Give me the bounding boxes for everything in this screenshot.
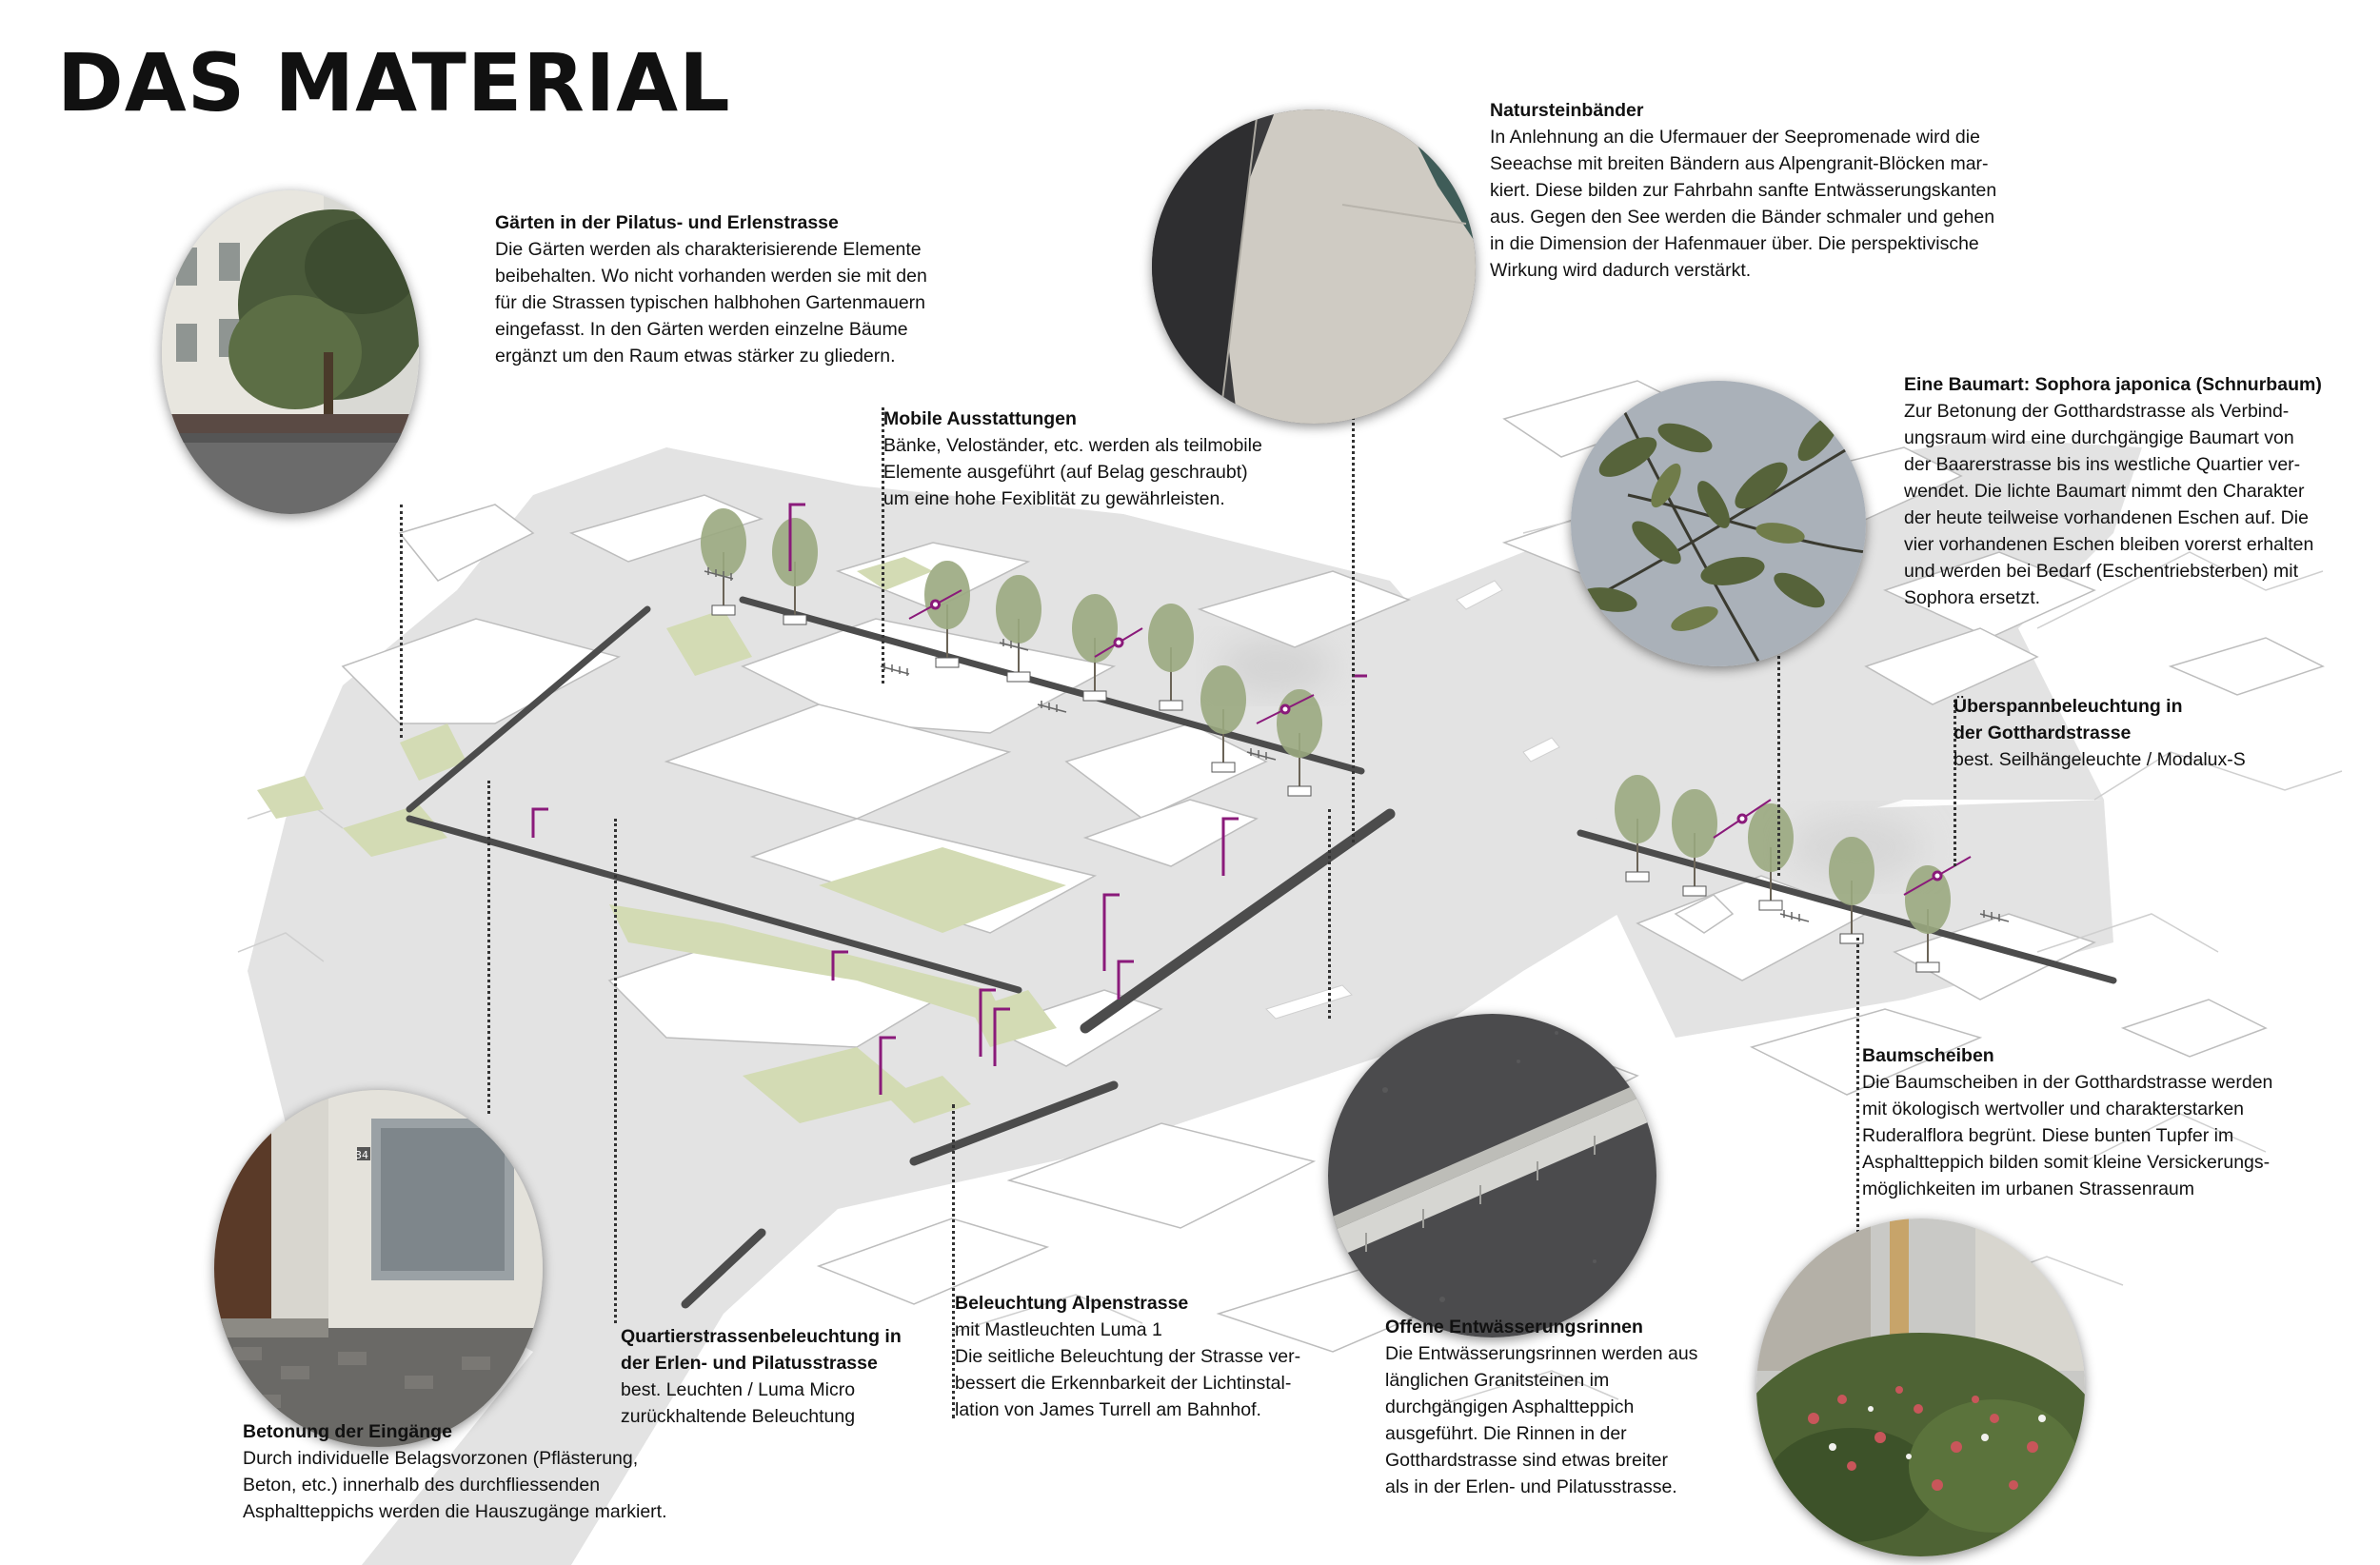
annotation-gaerten: Gärten in der Pilatus- und Erlenstrasse … <box>495 209 927 369</box>
hanging-lamp-icon <box>1113 637 1124 648</box>
lamp-icon <box>788 503 805 571</box>
tree-icon <box>1829 837 1874 944</box>
tree-icon <box>1072 594 1118 702</box>
photo-drainage-channel <box>1328 1014 1656 1337</box>
annotation-baumart: Eine Baumart: Sophora japonica (Schnurba… <box>1904 371 2322 611</box>
lamp-icon <box>831 950 848 981</box>
leader-line-quartier <box>614 819 617 1323</box>
annotation-rinnen: Offene Entwässerungsrinnen Die Entwässer… <box>1385 1314 1697 1500</box>
annotation-heading: Beleuchtung Alpenstrasse <box>955 1293 1189 1314</box>
annotation-heading: Gärten in der Pilatus- und Erlenstrasse <box>495 212 839 233</box>
annotation-body: Bänke, Veloständer, etc. werden als teil… <box>883 435 1262 509</box>
annotation-mobile: Mobile Ausstattungen Bänke, Veloständer,… <box>883 406 1262 512</box>
leader-line-baumscheiben <box>1856 938 1859 1233</box>
annotation-quartier: Quartierstrassenbeleuchtung in der Erlen… <box>621 1323 902 1430</box>
annotation-body: In Anlehnung an die Ufermauer der Seepro… <box>1490 127 1997 281</box>
annotation-body: best. Leuchten / Luma Micro zurückhalten… <box>621 1379 856 1427</box>
leader-line-baumart <box>1777 638 1780 876</box>
tree-icon <box>772 518 818 625</box>
annotation-heading: Quartierstrassenbeleuchtung in der Erlen… <box>621 1326 902 1374</box>
annotation-body: best. Seilhängeleuchte / Modalux-S <box>1954 749 2246 770</box>
tree-icon <box>1200 665 1246 773</box>
photo-sophora <box>1571 381 1866 666</box>
annotation-body: Zur Betonung der Gotthardstrasse als Ver… <box>1904 401 2314 608</box>
annotation-body: Die Gärten werden als charakterisierende… <box>495 239 927 366</box>
hanging-lamp-icon <box>1932 870 1943 882</box>
garden-areas <box>257 557 1066 1123</box>
annotation-heading: Eine Baumart: Sophora japonica (Schnurba… <box>1904 374 2322 395</box>
annotation-heading: Mobile Ausstattungen <box>883 408 1077 429</box>
annotation-heading: Betonung der Eingänge <box>243 1421 452 1442</box>
tree-icon <box>924 561 970 668</box>
hanging-lamp-icon <box>1279 703 1291 715</box>
annotation-heading: Überspannbeleuchtung in der Gotthardstra… <box>1954 696 2183 743</box>
annotation-alpenstrasse: Beleuchtung Alpenstrasse mit Mastleuchte… <box>955 1290 1300 1423</box>
building-blocks <box>265 380 2325 1353</box>
annotation-eingaenge: Betonung der Eingänge Durch individuelle… <box>243 1418 667 1525</box>
tree-icon <box>1672 789 1717 897</box>
annotation-body: Die Entwässerungsrinnen werden aus längl… <box>1385 1343 1698 1497</box>
photo-garden <box>162 190 419 514</box>
annotation-body: mit Mastleuchten Luma 1 Die seitliche Be… <box>955 1319 1301 1420</box>
annotation-baumscheiben: Baumscheiben Die Baumscheiben in der Got… <box>1862 1042 2272 1202</box>
annotation-ueberspann: Überspannbeleuchtung in der Gotthardstra… <box>1954 693 2246 773</box>
leader-line-gaerten <box>400 505 403 738</box>
lamp-icon <box>993 1007 1010 1066</box>
page-title: DAS MATERIAL <box>57 36 731 129</box>
photo-granite-band <box>1152 109 1476 424</box>
bike-racks <box>704 567 2010 922</box>
granite-bands <box>406 596 2117 1309</box>
hanging-lamp-icon <box>930 599 941 610</box>
leader-line-alpenstrasse <box>952 1104 955 1418</box>
leader-line-eingaenge <box>487 781 490 1114</box>
annotation-heading: Baumscheiben <box>1862 1045 1994 1066</box>
lamp-icon <box>1117 960 1134 1000</box>
annotation-heading: Offene Entwässerungsrinnen <box>1385 1317 1643 1337</box>
photo-entrance: 34 <box>214 1090 543 1447</box>
hanging-lamp-icon <box>1736 813 1748 824</box>
tree-icon <box>1615 775 1660 882</box>
annotation-body: Durch individuelle Belagsvorzonen (Pfläs… <box>243 1448 667 1522</box>
leader-line-ueberspann <box>1954 700 1956 866</box>
street-lamps <box>531 503 1972 1095</box>
annotation-body: Die Baumscheiben in der Gotthardstrasse … <box>1862 1072 2273 1199</box>
tree-icon <box>1748 803 1794 911</box>
tree-icon <box>1148 604 1194 711</box>
lamp-icon <box>531 807 548 838</box>
lamp-icon <box>979 988 996 1057</box>
leader-line-natursteinbaender <box>1352 405 1355 842</box>
photo-tree-bed <box>1756 1218 2085 1556</box>
tree-icon <box>701 508 746 616</box>
lamp-icon <box>879 1036 896 1095</box>
leader-line-mobile <box>882 407 884 683</box>
leader-line-rinnen <box>1328 809 1331 1019</box>
tree-icon <box>1905 865 1951 973</box>
annotation-heading: Natursteinbänder <box>1490 100 1644 121</box>
annotation-natursteinbaender: Natursteinbänder In Anlehnung an die Ufe… <box>1490 97 1996 284</box>
photo-house-number: 34 <box>355 1149 368 1161</box>
lamp-icon <box>1221 817 1239 876</box>
lamp-icon <box>1102 893 1120 971</box>
